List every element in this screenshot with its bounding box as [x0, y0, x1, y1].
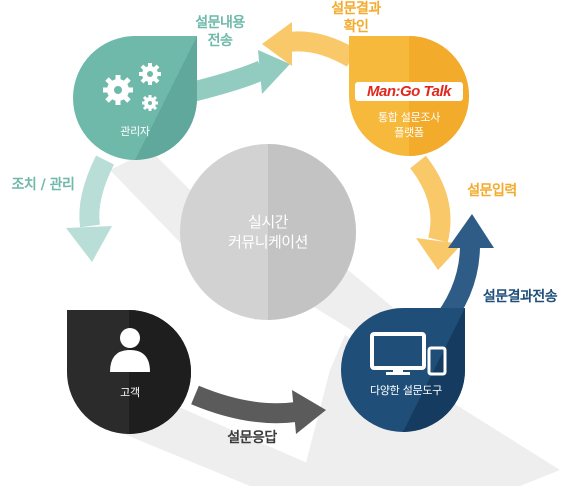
gears-icon [103, 63, 161, 111]
center-circle [180, 144, 356, 320]
label-result-send: 설문결과전송 [482, 289, 558, 305]
label-survey-send-line2: 전송 [207, 33, 233, 49]
label-result-check-line2: 확인 [343, 19, 369, 35]
arrow-survey-send [189, 50, 290, 102]
tools-label: 다양한 설문도구 [370, 384, 442, 397]
customer-label: 고객 [120, 386, 140, 399]
label-survey-input: 설문입력 [467, 183, 517, 199]
platform-label-line2: 플랫폼 [394, 126, 424, 139]
monitor-and-phone-icon [370, 332, 447, 376]
arrow-action-manage [66, 155, 115, 262]
mango-talk-logo: Man:Go Talk [355, 82, 463, 101]
label-survey-response: 설문응답 [227, 430, 277, 446]
platform-label-line1: 통합 설문조사 [377, 111, 441, 124]
arrow-survey-response [191, 385, 326, 434]
label-survey-send: 설문내용 전송 [180, 14, 260, 50]
label-result-check: 설문결과 확인 [316, 0, 396, 36]
center-label: 실시간 커뮤니케이션 [218, 212, 318, 252]
center-label-line2: 커뮤니케이션 [228, 233, 308, 251]
label-result-check-line1: 설문결과 [331, 1, 381, 17]
node-admin [73, 36, 197, 160]
platform-label: 통합 설문조사 플랫폼 [359, 110, 459, 140]
center-label-line1: 실시간 [248, 213, 288, 231]
label-action-manage: 조치 / 관리 [11, 177, 75, 193]
arrow-survey-input [409, 155, 462, 270]
admin-label: 관리자 [120, 125, 150, 138]
label-survey-send-line1: 설문내용 [195, 15, 245, 31]
arrow-result-check [262, 22, 358, 67]
user-icon [110, 328, 150, 372]
